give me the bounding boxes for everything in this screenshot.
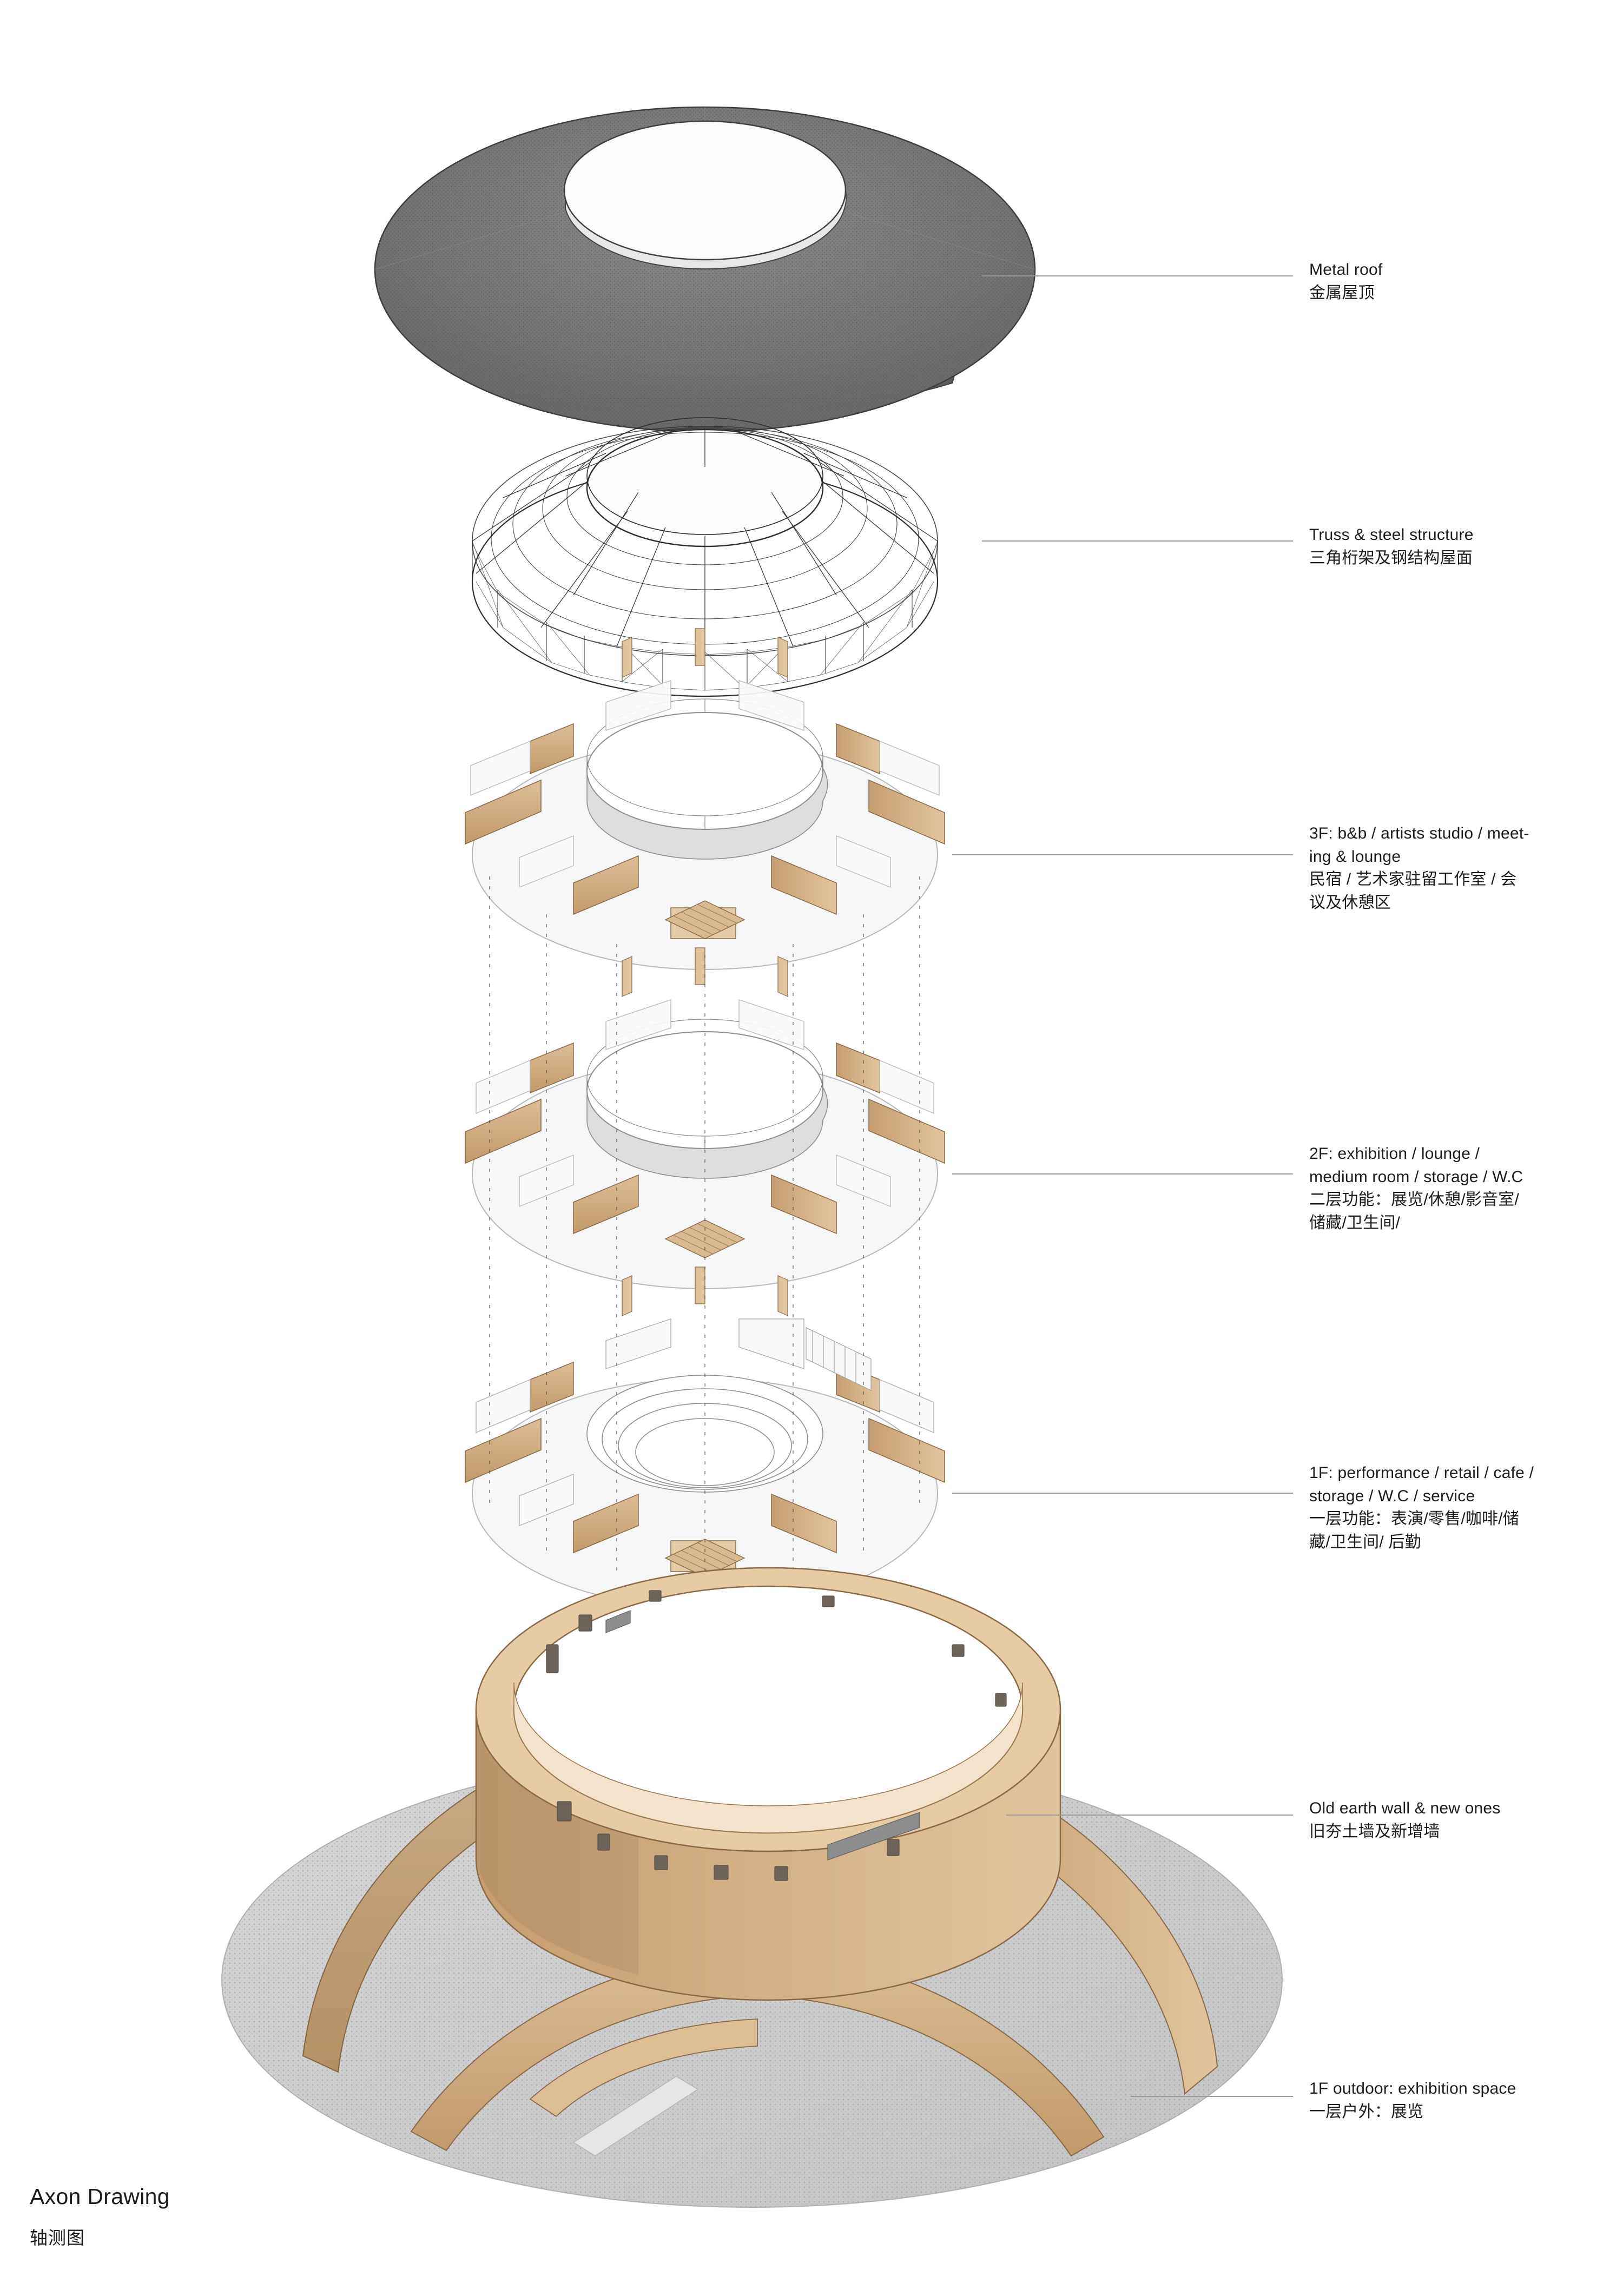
annotation-floor-1-zh: 一层功能：表演/零售/咖啡/储 藏/卫生间/ 后勤 — [1309, 1510, 1520, 1551]
annotation-floor-3-en: 3F: b&b / artists studio / meet- ing & l… — [1309, 824, 1529, 866]
annotation-outdoor-en: 1F outdoor: exhibition space — [1309, 2080, 1516, 2097]
annotation-floor-3: 3F: b&b / artists studio / meet- ing & l… — [1309, 822, 1623, 914]
floor2-geometry — [465, 947, 945, 1289]
floor3-geometry — [465, 628, 945, 970]
drawing-caption: Axon Drawing 轴测图 — [30, 2184, 517, 2249]
annotation-metal-roof: Metal roof 金属屋顶 — [1309, 259, 1623, 305]
annotation-outdoor-zh: 一层户外：展览 — [1309, 2102, 1424, 2121]
annotation-earth-wall: Old earth wall & new ones 旧夯土墙及新增墙 — [1309, 1797, 1623, 1843]
annotation-floor-2-zh: 二层功能：展览/休憩/影音室/ 储藏/卫生间/ — [1309, 1191, 1520, 1232]
caption-title-zh: 轴测图 — [30, 2228, 85, 2248]
annotation-earth-wall-zh: 旧夯土墙及新增墙 — [1309, 1822, 1440, 1840]
annotation-floor-3-zh: 民宿 / 艺术家驻留工作室 / 会 议及休憩区 — [1309, 870, 1517, 912]
caption-title-en: Axon Drawing — [30, 2184, 170, 2209]
earth-wall-geometry — [221, 1567, 1283, 2208]
leader-lines — [952, 275, 1293, 2097]
annotation-truss: Truss & steel structure 三角桁架及钢结构屋面 — [1309, 524, 1623, 570]
annotation-truss-zh: 三角桁架及钢结构屋面 — [1309, 549, 1473, 567]
annotation-floor-2-en: 2F: exhibition / lounge / medium room / … — [1309, 1145, 1523, 1186]
annotation-outdoor: 1F outdoor: exhibition space 一层户外：展览 — [1309, 2077, 1623, 2123]
annotation-metal-roof-en: Metal roof — [1309, 261, 1383, 279]
annotation-metal-roof-zh: 金属屋顶 — [1309, 283, 1375, 302]
annotation-floor-1: 1F: performance / retail / cafe / storag… — [1309, 1462, 1623, 1554]
annotation-floor-1-en: 1F: performance / retail / cafe / storag… — [1309, 1464, 1534, 1505]
alignment-guides — [489, 876, 920, 1588]
annotation-earth-wall-en: Old earth wall & new ones — [1309, 1799, 1501, 1817]
annotation-floor-2: 2F: exhibition / lounge / medium room / … — [1309, 1143, 1623, 1235]
metal-roof-geometry — [374, 106, 1036, 433]
annotation-truss-en: Truss & steel structure — [1309, 526, 1474, 544]
